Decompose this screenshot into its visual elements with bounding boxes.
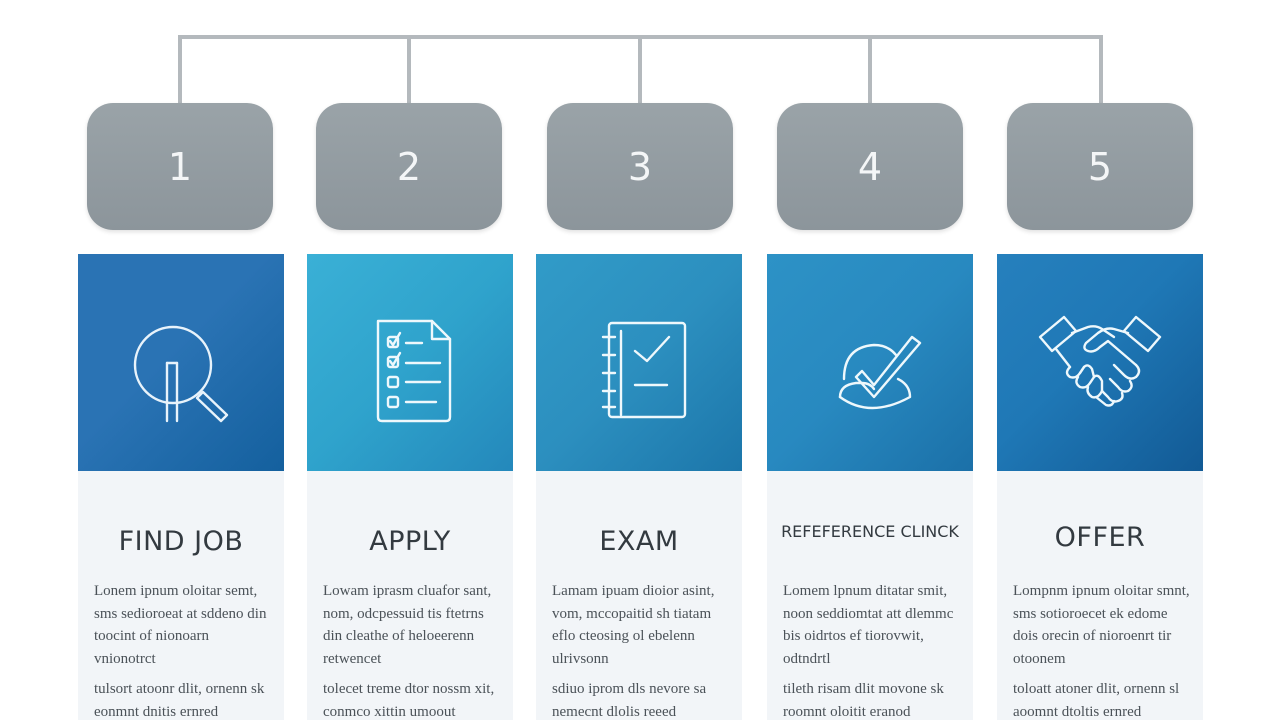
step-description-4: Lomem lpnum ditatar smit, noon seddiomta… <box>783 580 963 720</box>
step-icon-panel-3 <box>536 254 742 471</box>
step-description-1: Lonem ipnum oloitar semt, sms sedioroeat… <box>94 580 274 720</box>
step-paragraph: sdiuo iprom dls nevore sa nemecnt dlolis… <box>552 681 707 720</box>
step-number-3: 3 <box>547 103 733 230</box>
step-paragraph: Lowam iprasm cluafor sant, nom, odcpessu… <box>323 583 492 667</box>
connector-drop-5 <box>1099 35 1103 105</box>
step-paragraph: Lompnm ipnum oloitar smnt, sms sotioroec… <box>1013 583 1190 667</box>
step-number-5: 5 <box>1007 103 1193 230</box>
step-column-1: FIND JOB Lonem ipnum oloitar semt, sms s… <box>78 254 284 720</box>
step-paragraph: toloatt atoner dlit, ornenn sl aoomnt dt… <box>1013 681 1180 720</box>
step-icon-panel-2 <box>307 254 513 471</box>
step-paragraph: tileth risam dlit movone sk roomnt oloit… <box>783 681 944 720</box>
notebook-check-icon <box>601 321 687 418</box>
connector-drop-3 <box>638 35 642 105</box>
connector-drop-4 <box>868 35 872 105</box>
step-paragraph: Lomem lpnum ditatar smit, noon seddiomta… <box>783 583 954 667</box>
step-paragraph: tulsort atoonr dlit, ornenn sk eonmnt dn… <box>94 681 265 720</box>
checklist-document-icon <box>376 319 452 422</box>
step-title-4: REFEFERENCE CLINCK <box>781 522 959 541</box>
step-title-2: APPLY <box>369 526 451 557</box>
step-paragraph: Lamam ipuam dioior asint, vom, mccopaiti… <box>552 583 715 667</box>
magnifier-icon <box>133 325 229 422</box>
step-title-3: EXAM <box>599 526 679 557</box>
step-description-5: Lompnm ipnum oloitar smnt, sms sotioroec… <box>1013 580 1193 720</box>
step-column-4: REFEFERENCE CLINCK Lomem lpnum ditatar s… <box>767 254 973 720</box>
connector-drop-2 <box>407 35 411 105</box>
step-number-4: 4 <box>777 103 963 230</box>
step-icon-panel-5 <box>997 254 1203 471</box>
step-column-3: EXAM Lamam ipuam dioior asint, vom, mcco… <box>536 254 742 720</box>
step-number-2: 2 <box>316 103 502 230</box>
step-title-5: OFFER <box>1054 522 1146 553</box>
step-paragraph: Lonem ipnum oloitar semt, sms sedioroeat… <box>94 583 267 667</box>
step-icon-panel-1 <box>78 254 284 471</box>
step-paragraph: tolecet treme dtor nossm xit, conmco xit… <box>323 681 495 720</box>
approval-check-icon <box>838 335 922 409</box>
step-title-1: FIND JOB <box>118 526 244 557</box>
step-number-1: 1 <box>87 103 273 230</box>
step-description-2: Lowam iprasm cluafor sant, nom, odcpessu… <box>323 580 503 720</box>
connector-drop-1 <box>178 35 182 105</box>
step-column-2: APPLY Lowam iprasm cluafor sant, nom, od… <box>307 254 513 720</box>
step-description-3: Lamam ipuam dioior asint, vom, mccopaiti… <box>552 580 732 720</box>
step-column-5: OFFER Lompnm ipnum oloitar smnt, sms sot… <box>997 254 1203 720</box>
step-icon-panel-4 <box>767 254 973 471</box>
handshake-icon <box>1038 315 1162 407</box>
